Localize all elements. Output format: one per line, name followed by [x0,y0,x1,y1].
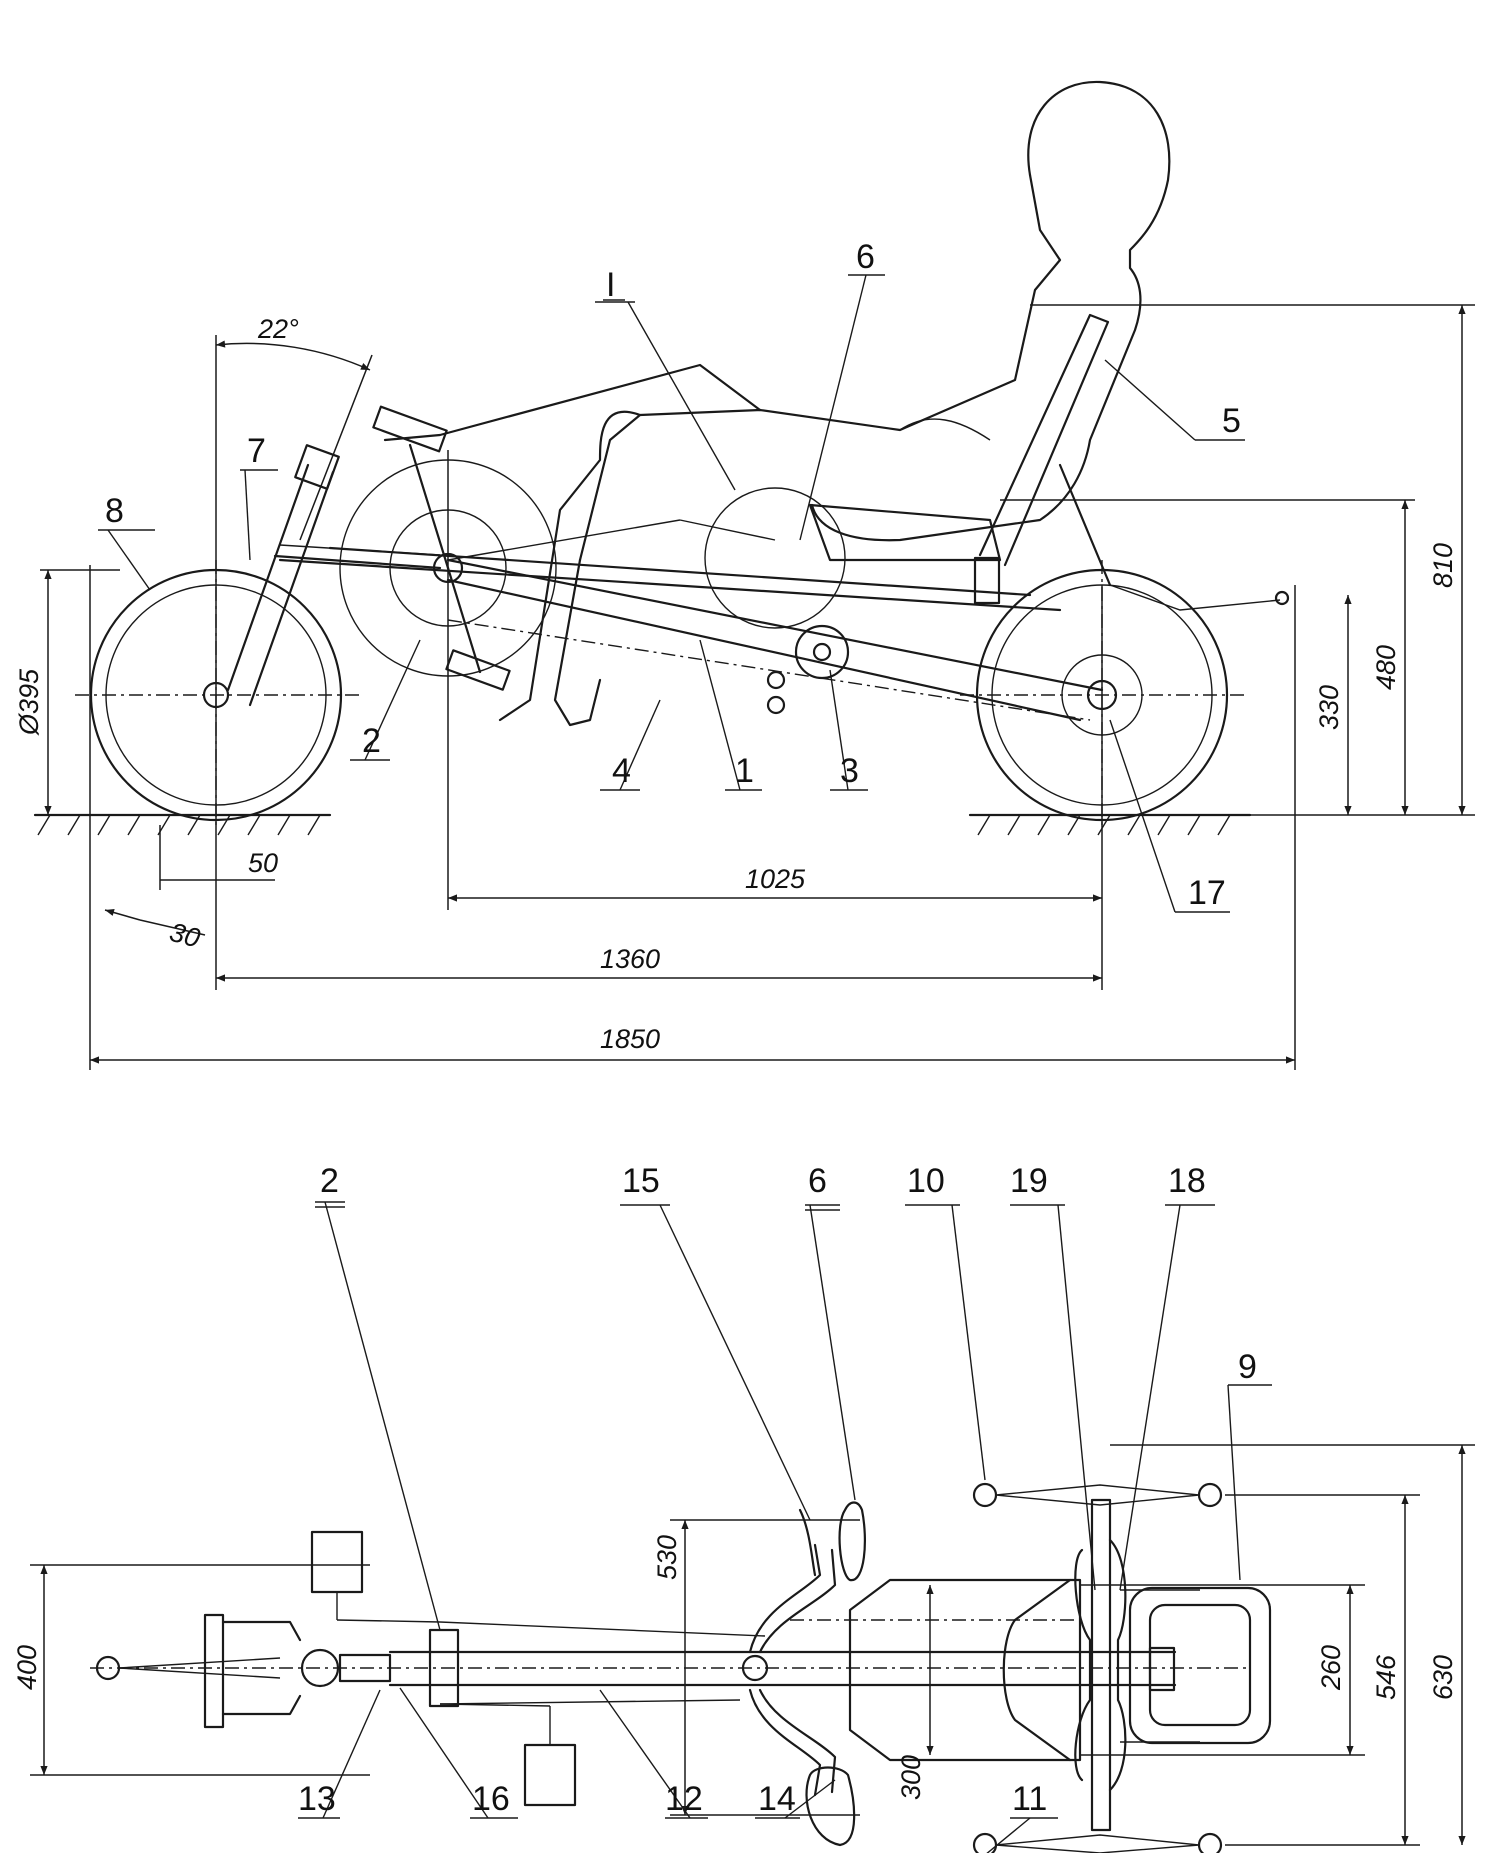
label-13: 13 [298,1780,336,1818]
dim-546: 546 [1371,1654,1401,1700]
label-17: 17 [1188,874,1226,912]
dim-260: 260 [1316,1645,1346,1691]
dim-400: 400 [12,1645,42,1690]
seat [808,313,1290,611]
frame [278,519,1104,722]
dim-480: 480 [1371,645,1401,690]
ground-left [33,813,332,836]
dim-1360: 1360 [600,944,660,974]
top-view: 2 15 6 10 19 18 9 13 16 12 14 11 400 530… [12,1162,1475,1853]
dim-530: 530 [652,1535,682,1580]
label-15: 15 [622,1162,660,1200]
dim-1850: 1850 [600,1024,660,1054]
label-14: 14 [758,1780,796,1818]
dim-30: 30 [166,917,203,954]
top-pedal-left [310,1530,364,1594]
label-2-top: 2 [320,1162,339,1200]
dim-630: 630 [1428,1655,1458,1700]
side-view: I 6 5 7 8 2 4 1 3 17 22° Ø395 50 30 330 … [14,80,1475,1070]
label-19: 19 [1010,1162,1048,1200]
label-4: 4 [612,752,631,790]
top-main-beam [388,1621,1177,1708]
dim-50: 50 [248,848,278,878]
top-front-wheel [95,1613,392,1729]
front-wheel [75,560,360,830]
top-leader-lines [298,1201,1272,1853]
label-6-top: 6 [808,1162,827,1200]
label-11: 11 [1012,1780,1047,1818]
side-dimension-lines [40,304,1475,1070]
ground-right [968,813,1252,836]
label-10: 10 [907,1162,945,1200]
label-6-side: 6 [856,238,875,276]
dim-300: 300 [896,1755,926,1800]
top-pedal-right [523,1743,577,1807]
label-18: 18 [1168,1162,1206,1200]
dim-wheel-diameter: Ø395 [14,668,44,736]
label-5: 5 [1222,402,1241,440]
dim-810: 810 [1428,543,1458,588]
label-3: 3 [840,752,859,790]
label-roman-I: I [606,266,615,304]
dim-22-degrees: 22° [257,314,299,344]
dim-330: 330 [1314,685,1344,730]
label-8: 8 [105,492,124,530]
dim-1025: 1025 [745,864,806,894]
side-leader-lines [98,274,1245,913]
label-9: 9 [1238,1348,1257,1386]
label-2-side: 2 [362,722,381,760]
label-12: 12 [665,1780,703,1818]
top-crank-arm-left [336,1619,441,1623]
rider-silhouette [383,80,1171,727]
top-rear-wheels [972,1482,1223,1853]
top-seat [790,1578,1082,1762]
label-7: 7 [247,432,266,470]
top-dimension-lines [30,1444,1475,1846]
label-16: 16 [472,1780,510,1818]
label-1: 1 [735,752,754,790]
